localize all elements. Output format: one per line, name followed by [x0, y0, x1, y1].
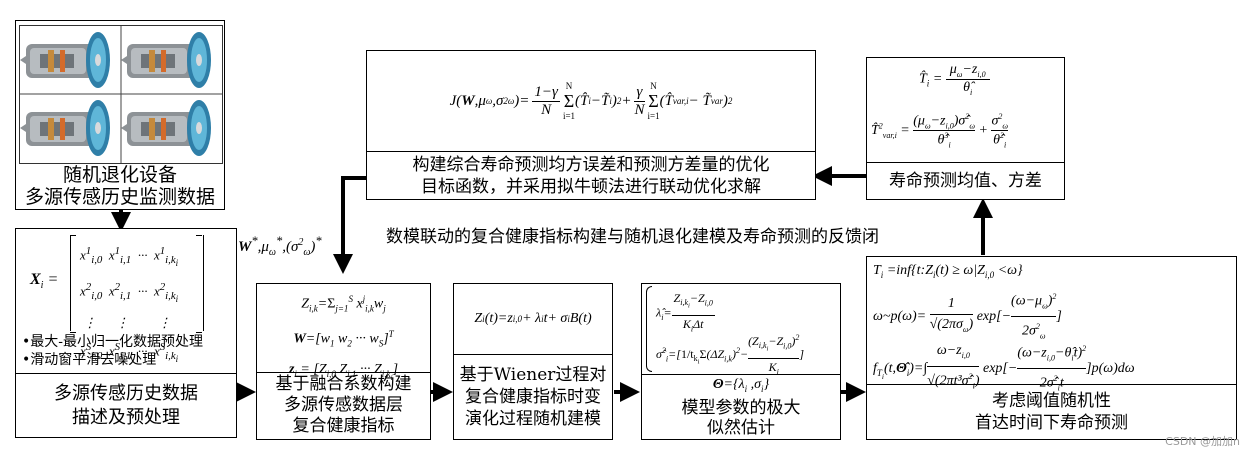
source-box-caption: 随机退化设备 多源传感历史监测数据	[16, 163, 224, 209]
watermark: CSDN @加加n	[1165, 433, 1240, 449]
arrow-objective-to-fusion	[343, 178, 366, 270]
preprocess-box: Xi = x1i,0 x1i,1 ··· x1i,ki x2i,0 x2i,1 …	[15, 228, 237, 438]
fusion-caption: 基于融合系数构建 多源传感数据层 复合健康指标	[257, 372, 430, 439]
rul-formulas: Ti =inf{t:Zi(t) ≥ ω|Zi,0 <ω} ω~p(ω)= 1√(…	[871, 259, 1233, 383]
rul-caption-line1: 考虑阈值随机性	[992, 390, 1111, 412]
wiener-caption: 基于Wiener过程对 复合健康指标时变 演化过程随机建模	[454, 355, 612, 439]
wiener-caption-line1: 基于Wiener过程对	[460, 364, 607, 386]
mle-caption-line1: 模型参数的极大	[682, 398, 801, 418]
jet-engine-image	[20, 26, 222, 163]
rul-caption: 考虑阈值随机性 首达时间下寿命预测	[867, 385, 1236, 439]
preprocess-caption: 多源传感历史数据 描述及预处理	[16, 374, 236, 437]
fusion-caption-line2: 多源传感数据层	[284, 395, 403, 416]
mle-caption: Θ={λi ,σi} 模型参数的极大 似然估计	[642, 374, 840, 439]
fusion-formulas: Zi,k=Σj=1S xji,kwj W=[w1 w2 ··· wS]T zi …	[257, 286, 430, 372]
source-caption-line1: 随机退化设备	[63, 164, 177, 186]
rul-caption-line2: 首达时间下寿命预测	[975, 412, 1128, 434]
preprocess-caption-line1: 多源传感历史数据	[54, 382, 198, 406]
preprocess-bullet-normalization: •最大-最小归一化数据预处理	[22, 333, 203, 351]
rul-formula-first-passage: Ti =inf{t:Zi(t) ≥ ω|Zi,0 <ω}	[873, 261, 1023, 285]
fusion-caption-line1: 基于融合系数构建	[276, 374, 412, 395]
fusion-formula-w: W=[w1 w2 ··· wS]T	[257, 321, 430, 356]
source-data-box: 随机退化设备 多源传感历史监测数据	[15, 20, 225, 210]
mle-formula-theta: Θ={λi ,σi}	[713, 375, 769, 399]
preprocess-caption-line2: 描述及预处理	[72, 406, 180, 430]
feedback-loop-title: 数模联动的复合健康指标构建与随机退化建模及寿命预测的反馈闭	[386, 222, 879, 247]
fusion-formula-zik: Zi,k=Σj=1S xji,kwj	[257, 286, 430, 321]
objective-caption: 构建综合寿命预测均方误差和预测方差量的优化 目标函数，并采用拟牛顿法进行联动优化…	[367, 152, 815, 199]
mean-variance-caption: 寿命预测均值、方差	[867, 163, 1064, 199]
wiener-caption-line3: 演化过程随机建模	[465, 408, 601, 430]
data-matrix-formula: Xi = x1i,0 x1i,1 ··· x1i,ki x2i,0 x2i,1 …	[20, 233, 232, 333]
wiener-caption-line2: 复合健康指标时变	[465, 386, 601, 408]
engine-image-grid	[19, 25, 223, 164]
optimal-params-label: W*,μω*,(σ2ω)*	[238, 234, 322, 258]
objective-caption-line2: 目标函数，并采用拟牛顿法进行联动优化求解	[421, 176, 761, 198]
fusion-caption-line3: 复合健康指标	[293, 416, 395, 437]
source-caption-line2: 多源传感历史监测数据	[25, 186, 215, 208]
preprocess-bullet-smoothing: •滑动窗平滑去噪处理	[22, 351, 156, 369]
mle-caption-line2: 似然估计	[707, 418, 775, 438]
rul-prediction-box: Ti =inf{t:Zi(t) ≥ ω|Zi,0 <ω} ω~p(ω)= 1√(…	[866, 256, 1237, 440]
objective-caption-line1: 构建综合寿命预测均方误差和预测方差量的优化	[413, 154, 770, 176]
fusion-box: Zi,k=Σj=1S xji,kwj W=[w1 w2 ··· wS]T zi …	[256, 283, 431, 440]
